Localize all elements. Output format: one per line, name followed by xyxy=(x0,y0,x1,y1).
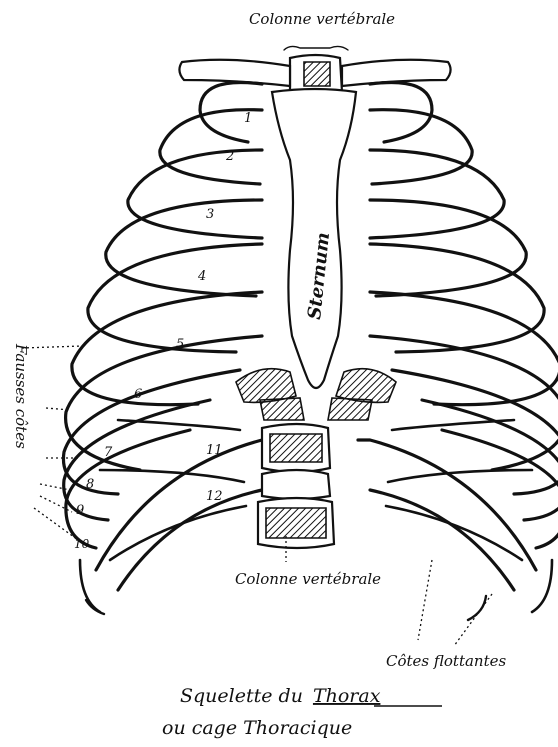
rib-number: 1 xyxy=(244,111,252,126)
top-spine-label: Colonne vertébrale xyxy=(249,10,395,28)
lower-spine-column xyxy=(258,424,334,548)
rib-number: 6 xyxy=(134,387,142,402)
upper-spine-vertebra xyxy=(284,46,348,95)
rib-number: 12 xyxy=(206,489,223,504)
caption-prefix: Squelette du xyxy=(180,685,303,707)
rib-number: 4 xyxy=(197,269,206,284)
caption-line-1: Squelette du Thorax xyxy=(180,685,381,707)
rib-number: 8 xyxy=(86,477,94,492)
rib-number: 11 xyxy=(206,443,223,458)
caption-line-2: ou cage Thoracique xyxy=(162,717,352,739)
caption-emphasis: Thorax xyxy=(313,685,381,707)
floating-ribs-label: Côtes flottantes xyxy=(386,652,506,670)
caption: Squelette du Thorax ou cage Thoracique xyxy=(162,685,442,739)
rib-number: 2 xyxy=(225,149,234,164)
false-ribs-label: Fausses côtes xyxy=(12,343,30,449)
rib-number: 5 xyxy=(176,337,184,352)
rib-number: 7 xyxy=(104,445,113,460)
floating-ribs-leaders xyxy=(418,560,492,646)
rib-number: 9 xyxy=(76,503,84,518)
rib-number: 10 xyxy=(74,537,90,551)
bottom-spine-label: Colonne vertébrale xyxy=(235,570,381,588)
rib-number: 3 xyxy=(206,207,214,222)
